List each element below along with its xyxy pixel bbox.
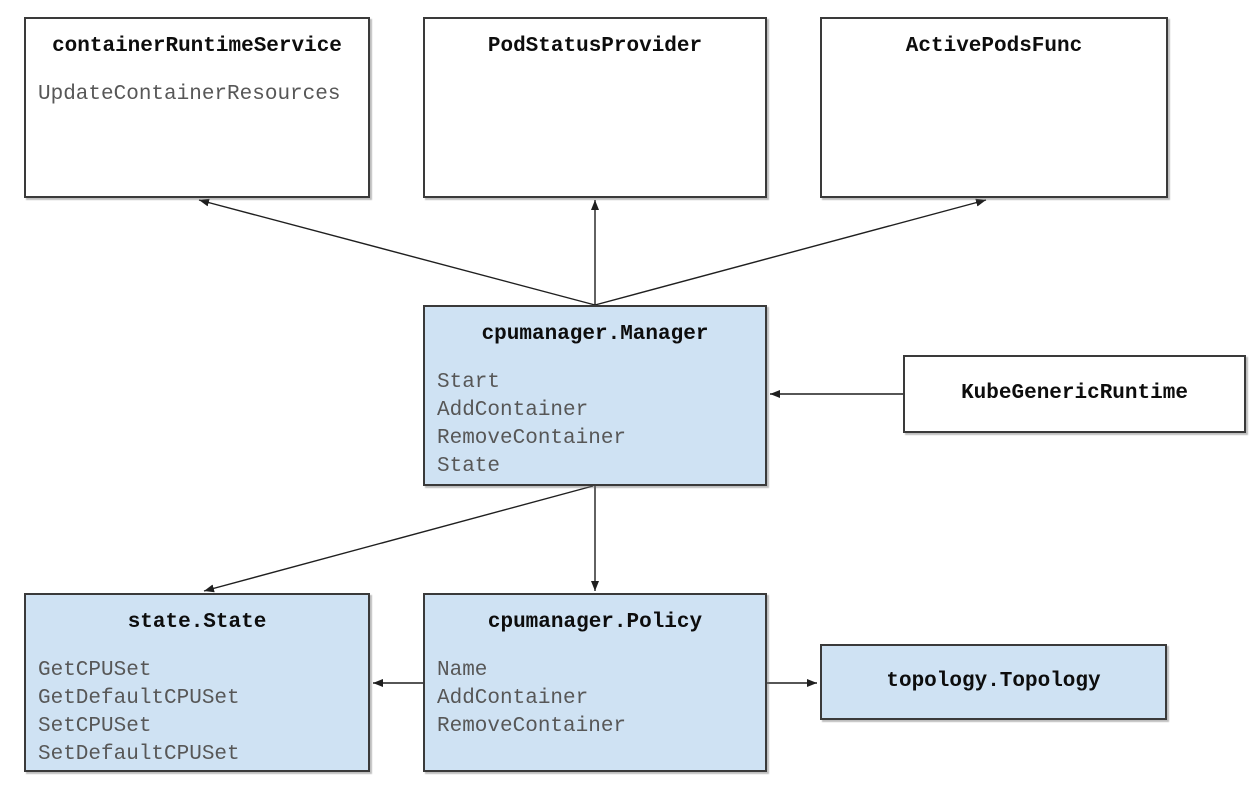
method-label: RemoveContainer	[437, 715, 627, 738]
method-label: AddContainer	[437, 399, 589, 422]
method-label: SetDefaultCPUSet	[38, 743, 240, 766]
node-title: cpumanager.Policy	[487, 611, 703, 634]
method-label: SetCPUSet	[38, 715, 152, 738]
arrow-manager-to-state-state	[203, 485, 594, 593]
arrow-manager-to-container-runtime-service	[198, 198, 596, 306]
method-label: GetDefaultCPUSet	[38, 687, 240, 710]
node-title: KubeGenericRuntime	[961, 382, 1188, 405]
node-title: cpumanager.Manager	[481, 323, 709, 346]
method-label: RemoveContainer	[437, 427, 627, 450]
arrow-manager-to-active-pods-func	[594, 198, 987, 306]
node-container-runtime-service: containerRuntimeService UpdateContainerR…	[24, 17, 370, 198]
method-label: UpdateContainerResources	[38, 83, 341, 106]
method-list: Start AddContainer RemoveContainer State	[437, 369, 761, 481]
node-cpumanager-manager: cpumanager.Manager Start AddContainer Re…	[423, 305, 767, 486]
method-list: Name AddContainer RemoveContainer	[437, 657, 761, 741]
node-title: state.State	[127, 611, 267, 634]
node-topology-topology: topology.Topology	[820, 644, 1167, 720]
node-title: containerRuntimeService	[52, 35, 342, 58]
method-label: Start	[437, 371, 501, 394]
node-title: topology.Topology	[886, 670, 1101, 693]
method-label: AddContainer	[437, 687, 589, 710]
node-kube-generic-runtime: KubeGenericRuntime	[903, 355, 1246, 433]
node-pod-status-provider: PodStatusProvider	[423, 17, 767, 198]
node-title: PodStatusProvider	[487, 35, 703, 58]
method-list: UpdateContainerResources	[38, 81, 364, 109]
node-state-state: state.State GetCPUSet GetDefaultCPUSet S…	[24, 593, 370, 772]
node-active-pods-func: ActivePodsFunc	[820, 17, 1168, 198]
method-list: GetCPUSet GetDefaultCPUSet SetCPUSet Set…	[38, 657, 364, 769]
method-label: Name	[437, 659, 488, 682]
node-cpumanager-policy: cpumanager.Policy Name AddContainer Remo…	[423, 593, 767, 772]
node-title: ActivePodsFunc	[905, 35, 1083, 58]
method-label: GetCPUSet	[38, 659, 152, 682]
method-label: State	[437, 455, 501, 478]
